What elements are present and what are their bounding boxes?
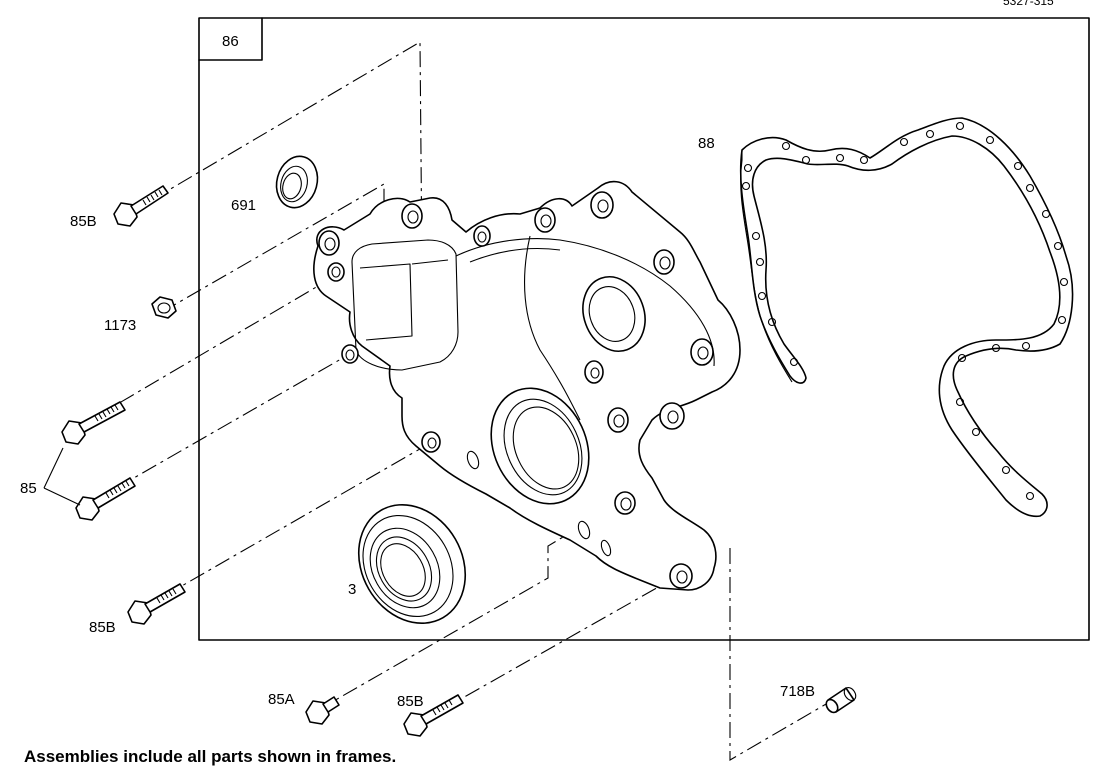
nut-1173 [151,296,177,319]
label-88: 88 [698,135,715,152]
timing-cover [313,180,741,591]
seal-691 [275,155,319,209]
label-718b: 718B [780,683,815,700]
label-691: 691 [231,197,256,214]
cover-gasket [739,117,1074,518]
front-seal-3 [357,503,467,625]
bolt-85b-bottom [403,694,464,737]
label-85b-top: 85B [70,213,97,230]
bolt-85b-top [113,185,169,227]
dowel-718b [825,687,857,714]
label-3: 3 [348,581,356,598]
bolt-85a [305,696,340,725]
leader-lines [43,447,81,506]
bolt-85b-low [127,583,186,625]
bolt-85-upper [61,401,126,445]
frame-label: 86 [222,33,239,50]
label-85a: 85A [268,691,295,708]
label-85b-bottom: 85B [397,693,424,710]
label-1173: 1173 [104,317,136,334]
label-85b-low: 85B [89,619,116,636]
assembly-frame [198,17,1090,641]
label-85: 85 [20,480,37,497]
assemblies-footnote: Assemblies include all parts shown in fr… [24,747,396,766]
bolt-85-lower [75,477,136,521]
drawing-code: 5327-315 [1003,0,1054,8]
frame-tag-box [198,17,263,61]
